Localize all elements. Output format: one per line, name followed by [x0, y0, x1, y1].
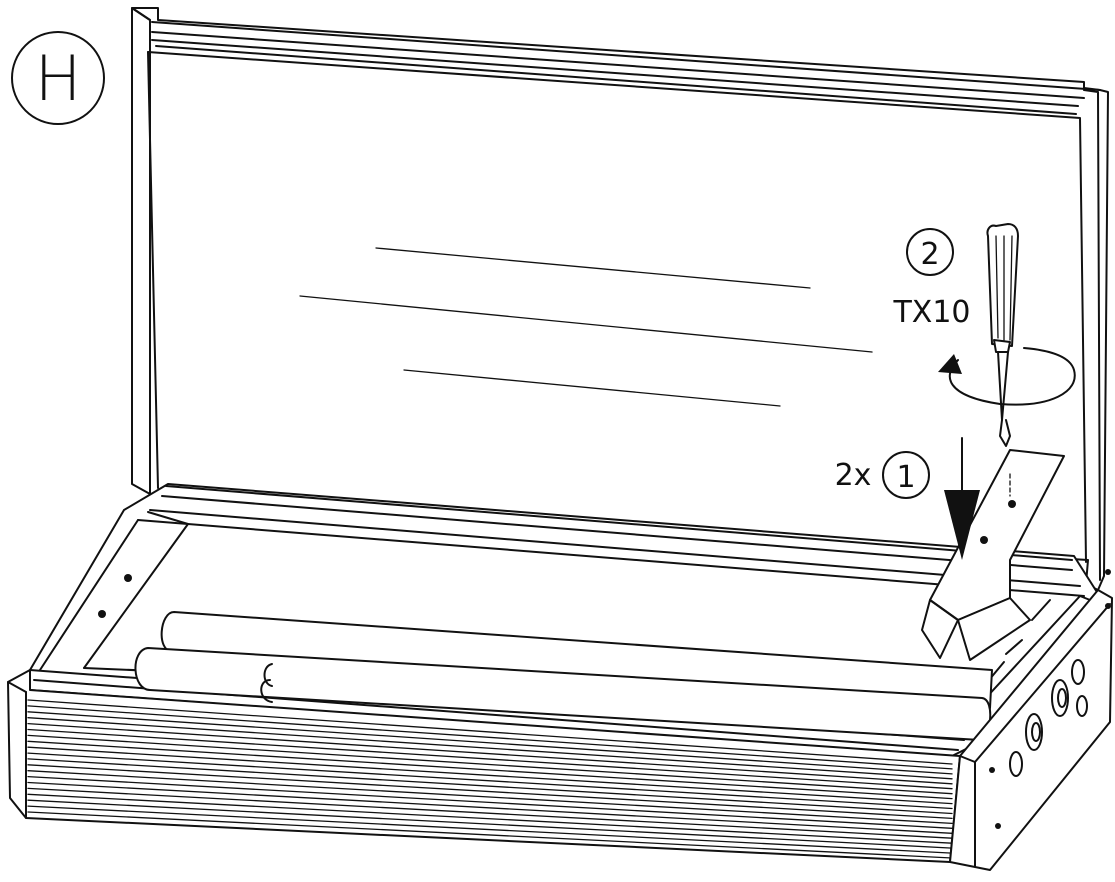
panel-rib: [27, 746, 953, 805]
panel-rib: [27, 787, 953, 839]
lid: [131, 7, 1109, 591]
callout-2-caption: TX10: [892, 295, 970, 330]
panel-rib: [27, 734, 953, 795]
step-label: H: [35, 42, 82, 115]
panel-rib: [27, 758, 953, 815]
callout-1: 2x 1: [835, 451, 930, 499]
panel-rib: [27, 722, 953, 785]
panel-rib: [27, 728, 953, 790]
panel-rib: [27, 775, 953, 829]
panel-rib: [27, 717, 953, 780]
panel-rib: [27, 711, 953, 775]
down-arrow-icon: [944, 437, 980, 560]
panel-rib: [27, 811, 953, 859]
panel-rib: [27, 781, 953, 834]
panel-rib: [27, 740, 953, 800]
callout-2-number: 2: [920, 237, 939, 272]
screwdriver-icon: [986, 223, 1019, 447]
front-panel: [7, 669, 961, 863]
panel-rib: [27, 699, 953, 765]
callout-1-prefix: 2x: [835, 458, 872, 493]
rotate-arrow-icon: [938, 347, 1076, 406]
panel-rib: [27, 805, 953, 854]
right-end-cap: [949, 569, 1113, 871]
callout-1-number: 1: [896, 460, 915, 495]
panel-rib: [27, 705, 953, 770]
panel-rib: [27, 764, 953, 820]
bracket-part: [921, 449, 1065, 661]
step-badge: H: [11, 31, 105, 125]
rollers: [134, 611, 993, 741]
panel-rib: [27, 793, 953, 844]
panel-rib: [27, 770, 953, 825]
panel-rib: [27, 799, 953, 849]
panel-rib: [27, 752, 953, 810]
callout-2: 2 TX10: [892, 228, 971, 330]
